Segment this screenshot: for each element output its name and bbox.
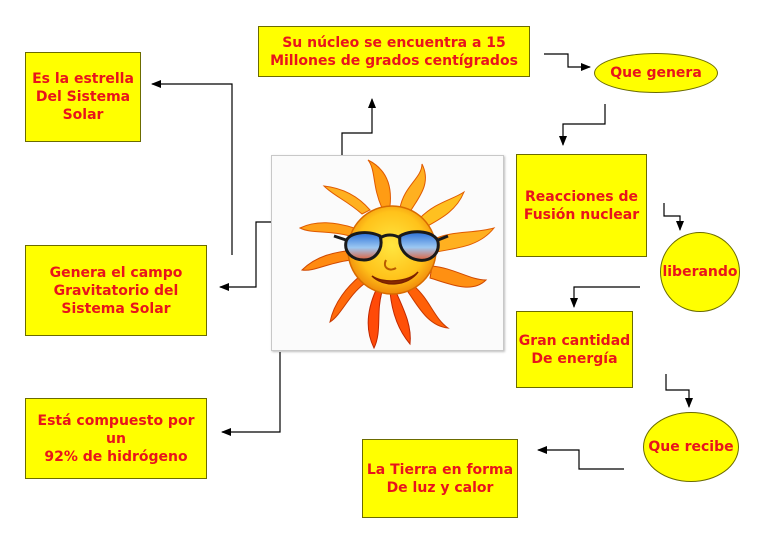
- sun-is-star-box: Es la estrella Del Sistema Solar: [25, 52, 141, 142]
- sun-image: [271, 155, 504, 351]
- arrow-fusion-to-releasing: [663, 203, 684, 231]
- gravity-field-box: Genera el campo Gravitatorio del Sistema…: [25, 245, 207, 336]
- arrow-sun-to-star: [151, 80, 233, 255]
- receives-oval: Que recibe: [643, 412, 739, 482]
- arrow-sun-to-gravity: [219, 221, 272, 291]
- sunglasses-icon: [333, 230, 449, 262]
- arrow-generates-to-fusion: [559, 104, 606, 146]
- arrow-receives-to-earth: [537, 446, 624, 470]
- arrow-sun-to-nucleus: [341, 98, 376, 155]
- arrow-nucleus-to-generates: [544, 53, 591, 71]
- arrow-energy-to-receives: [665, 374, 693, 408]
- nucleus-temperature-box: Su núcleo se encuentra a 15 Millones de …: [258, 26, 530, 77]
- hydrogen-composition-box: Está compuesto por un 92% de hidrógeno: [25, 398, 207, 479]
- energy-amount-box: Gran cantidad De energía: [516, 311, 633, 388]
- nuclear-fusion-box: Reacciones de Fusión nuclear: [516, 154, 647, 257]
- generates-oval: Que genera: [594, 53, 718, 93]
- releasing-oval: liberando: [660, 232, 740, 312]
- earth-light-heat-box: La Tierra en forma De luz y calor: [362, 439, 518, 518]
- sun-with-sunglasses-icon: [298, 159, 496, 350]
- arrow-sun-to-composition: [221, 352, 281, 436]
- arrow-releasing-to-energy: [570, 286, 640, 308]
